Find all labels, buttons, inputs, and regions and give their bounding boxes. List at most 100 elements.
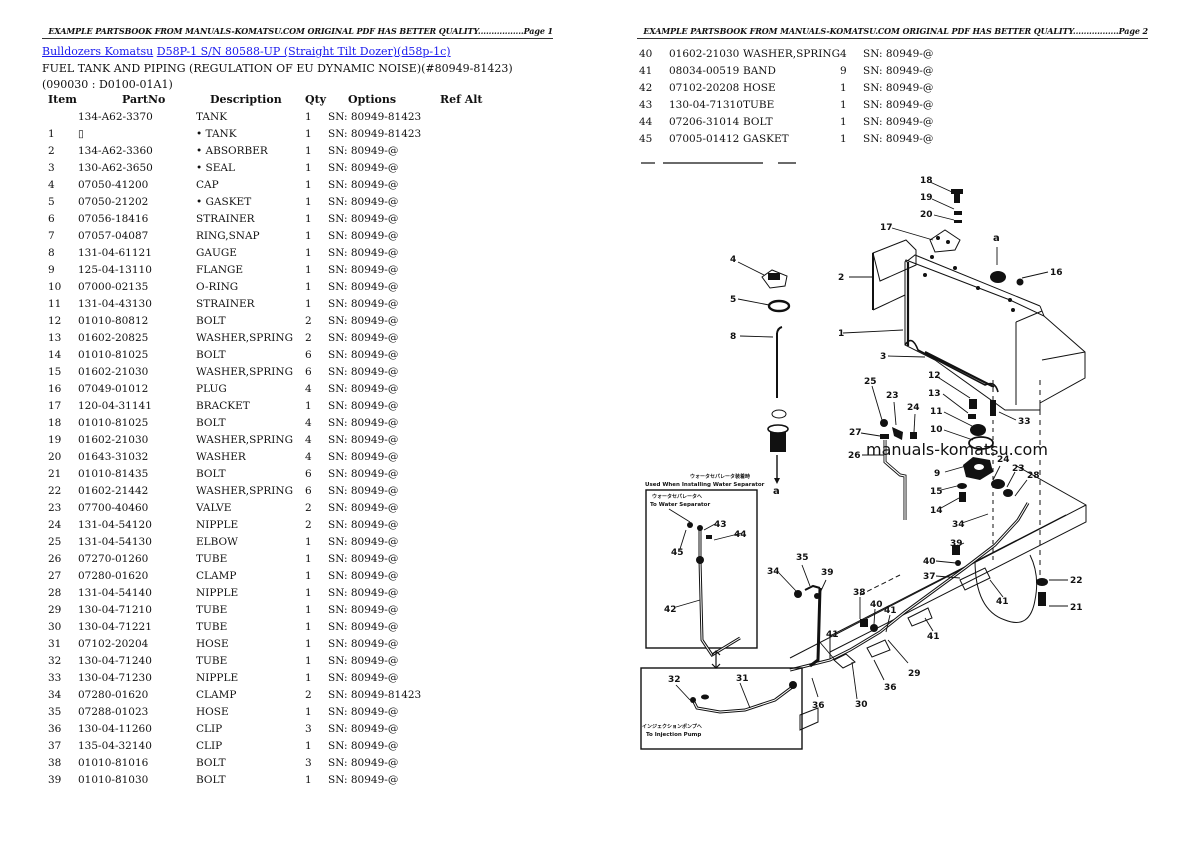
- part-number: 07005-01412: [669, 132, 740, 145]
- callout-12: 12: [928, 371, 941, 381]
- part-number: 01010-81025: [78, 348, 149, 361]
- quantity: 1: [305, 637, 312, 650]
- callout-32: 32: [668, 675, 681, 685]
- options: SN: 80949-@: [328, 365, 399, 378]
- item-number: 35: [48, 705, 62, 718]
- ref-alt: [440, 516, 500, 533]
- callout-41c: 41: [826, 630, 839, 640]
- callout-20: 20: [920, 210, 933, 220]
- item-number: 23: [48, 501, 62, 514]
- part-description: HOSE: [743, 81, 776, 94]
- part-number: 07102-20208: [669, 81, 740, 94]
- quantity: 1: [305, 178, 312, 191]
- ref-alt: [440, 567, 500, 584]
- callout-23b: 23: [1012, 464, 1025, 474]
- ref-alt: [955, 79, 1015, 96]
- options: SN: 80949-@: [328, 178, 399, 191]
- ref-alt: [440, 635, 500, 652]
- callout-42: 42: [664, 605, 677, 615]
- item-number: 24: [48, 518, 62, 531]
- part-description: BRACKET: [196, 399, 250, 412]
- quantity: 4: [305, 416, 312, 429]
- part-description: RING,SNAP: [196, 229, 260, 242]
- ref-alt: [440, 686, 500, 703]
- ref-alt: [440, 431, 500, 448]
- part-number: 07057-04087: [78, 229, 149, 242]
- options: SN: 80949-@: [328, 144, 399, 157]
- fuel-tank-drawing: [872, 239, 1086, 411]
- ref-alt: [440, 499, 500, 516]
- ref-alt: [440, 159, 500, 176]
- item-number: 18: [48, 416, 62, 429]
- callout-24b: 24: [997, 455, 1010, 465]
- part-description: • SEAL: [196, 161, 235, 174]
- breadcrumb-link-model[interactable]: D58P-1 S/N 80588-UP (Straight Tilt Dozer…: [156, 45, 451, 58]
- quantity: 1: [305, 586, 312, 599]
- item-number: 22: [48, 484, 62, 497]
- item-number: 45: [639, 132, 653, 145]
- part-description: BOLT: [196, 467, 226, 480]
- quantity: 1: [305, 212, 312, 225]
- part-description: BOLT: [196, 348, 226, 361]
- part-description: FLANGE: [196, 263, 244, 276]
- ref-alt: [440, 295, 500, 312]
- callout-2: 2: [838, 273, 844, 283]
- item-number: 36: [48, 722, 62, 735]
- ref-alt: [440, 210, 500, 227]
- breadcrumb-link-category[interactable]: Bulldozers Komatsu: [42, 45, 154, 58]
- part-number: 01010-81025: [78, 416, 149, 429]
- item-number: 13: [48, 331, 62, 344]
- ref-alt: [440, 227, 500, 244]
- item-number: 32: [48, 654, 62, 667]
- part-description: CAP: [196, 178, 219, 191]
- quantity: 2: [305, 501, 312, 514]
- part-number: ▯: [78, 127, 84, 140]
- quantity: 1: [305, 552, 312, 565]
- options: SN: 80949-@: [863, 132, 934, 145]
- options: SN: 80949-@: [328, 739, 399, 752]
- ref-alt: [440, 754, 500, 771]
- part-description: • GASKET: [196, 195, 252, 208]
- part-description: • ABSORBER: [196, 144, 268, 157]
- part-description: CLAMP: [196, 688, 237, 701]
- quantity: 1: [305, 110, 312, 123]
- item-number: 28: [48, 586, 62, 599]
- part-number: 120-04-31141: [78, 399, 152, 412]
- item-number: 6: [48, 212, 55, 225]
- quantity: 1: [840, 132, 847, 145]
- callout-40b: 40: [870, 600, 883, 610]
- options: SN: 80949-@: [328, 450, 399, 463]
- parts-table: Item PartNo Description Qty Options Ref …: [48, 90, 500, 788]
- options: SN: 80949-@: [328, 314, 399, 327]
- options: SN: 80949-@: [863, 81, 934, 94]
- part-number: 07280-01620: [78, 688, 149, 701]
- part-number: 07000-02135: [78, 280, 149, 293]
- options: SN: 80949-@: [328, 263, 399, 276]
- part-description: WASHER,SPRING: [196, 484, 293, 497]
- column-header-options: Options: [348, 92, 397, 106]
- page-2: EXAMPLE PARTSBOOK FROM MANUALS-KOMATSU.C…: [595, 0, 1190, 842]
- part-description: WASHER,SPRING: [196, 433, 293, 446]
- quantity: 1: [305, 263, 312, 276]
- part-description: TANK: [196, 110, 228, 123]
- item-number: 25: [48, 535, 62, 548]
- part-number: 01602-21030: [78, 433, 149, 446]
- item-number: 3: [48, 161, 55, 174]
- part-number: 134-A62-3360: [78, 144, 153, 157]
- ref-alt: [440, 448, 500, 465]
- quantity: 6: [305, 365, 312, 378]
- options: SN: 80949-@: [328, 331, 399, 344]
- quantity: 2: [305, 518, 312, 531]
